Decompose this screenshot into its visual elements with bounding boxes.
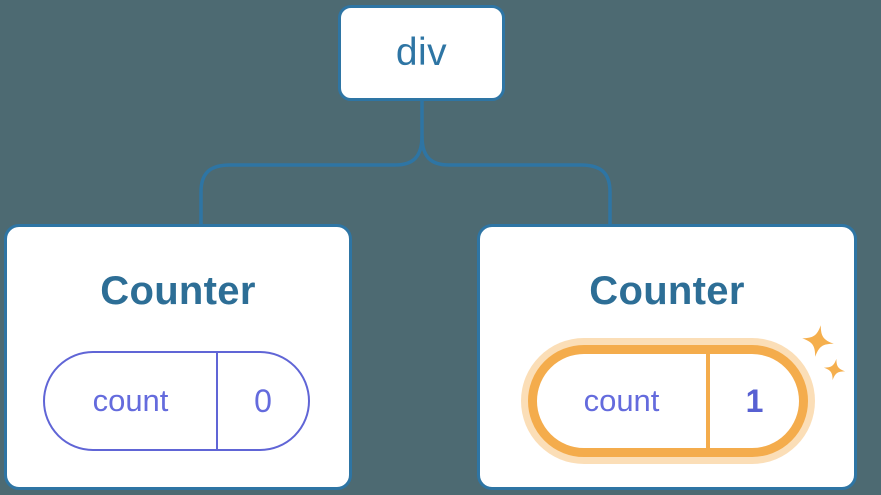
root-node-label: div [395,31,448,74]
sparkle-icon-small [823,358,846,381]
state-pill: count 0 [43,351,310,451]
component-title: Counter [100,269,256,313]
connector-right-branch [420,135,612,226]
connector-left-branch [199,135,424,226]
state-pill-highlighted: count 1 [528,345,808,457]
component-title: Counter [589,269,745,313]
counter-card-right: Counter count 1 [477,224,857,490]
state-value: 0 [254,382,272,419]
sparkle-icon-large [801,324,835,358]
state-name: count [45,353,218,449]
state-name: count [537,354,710,448]
state-value: 1 [745,382,764,419]
tree-root-node: div [338,5,505,101]
counter-card-left: Counter count 0 [4,224,352,490]
